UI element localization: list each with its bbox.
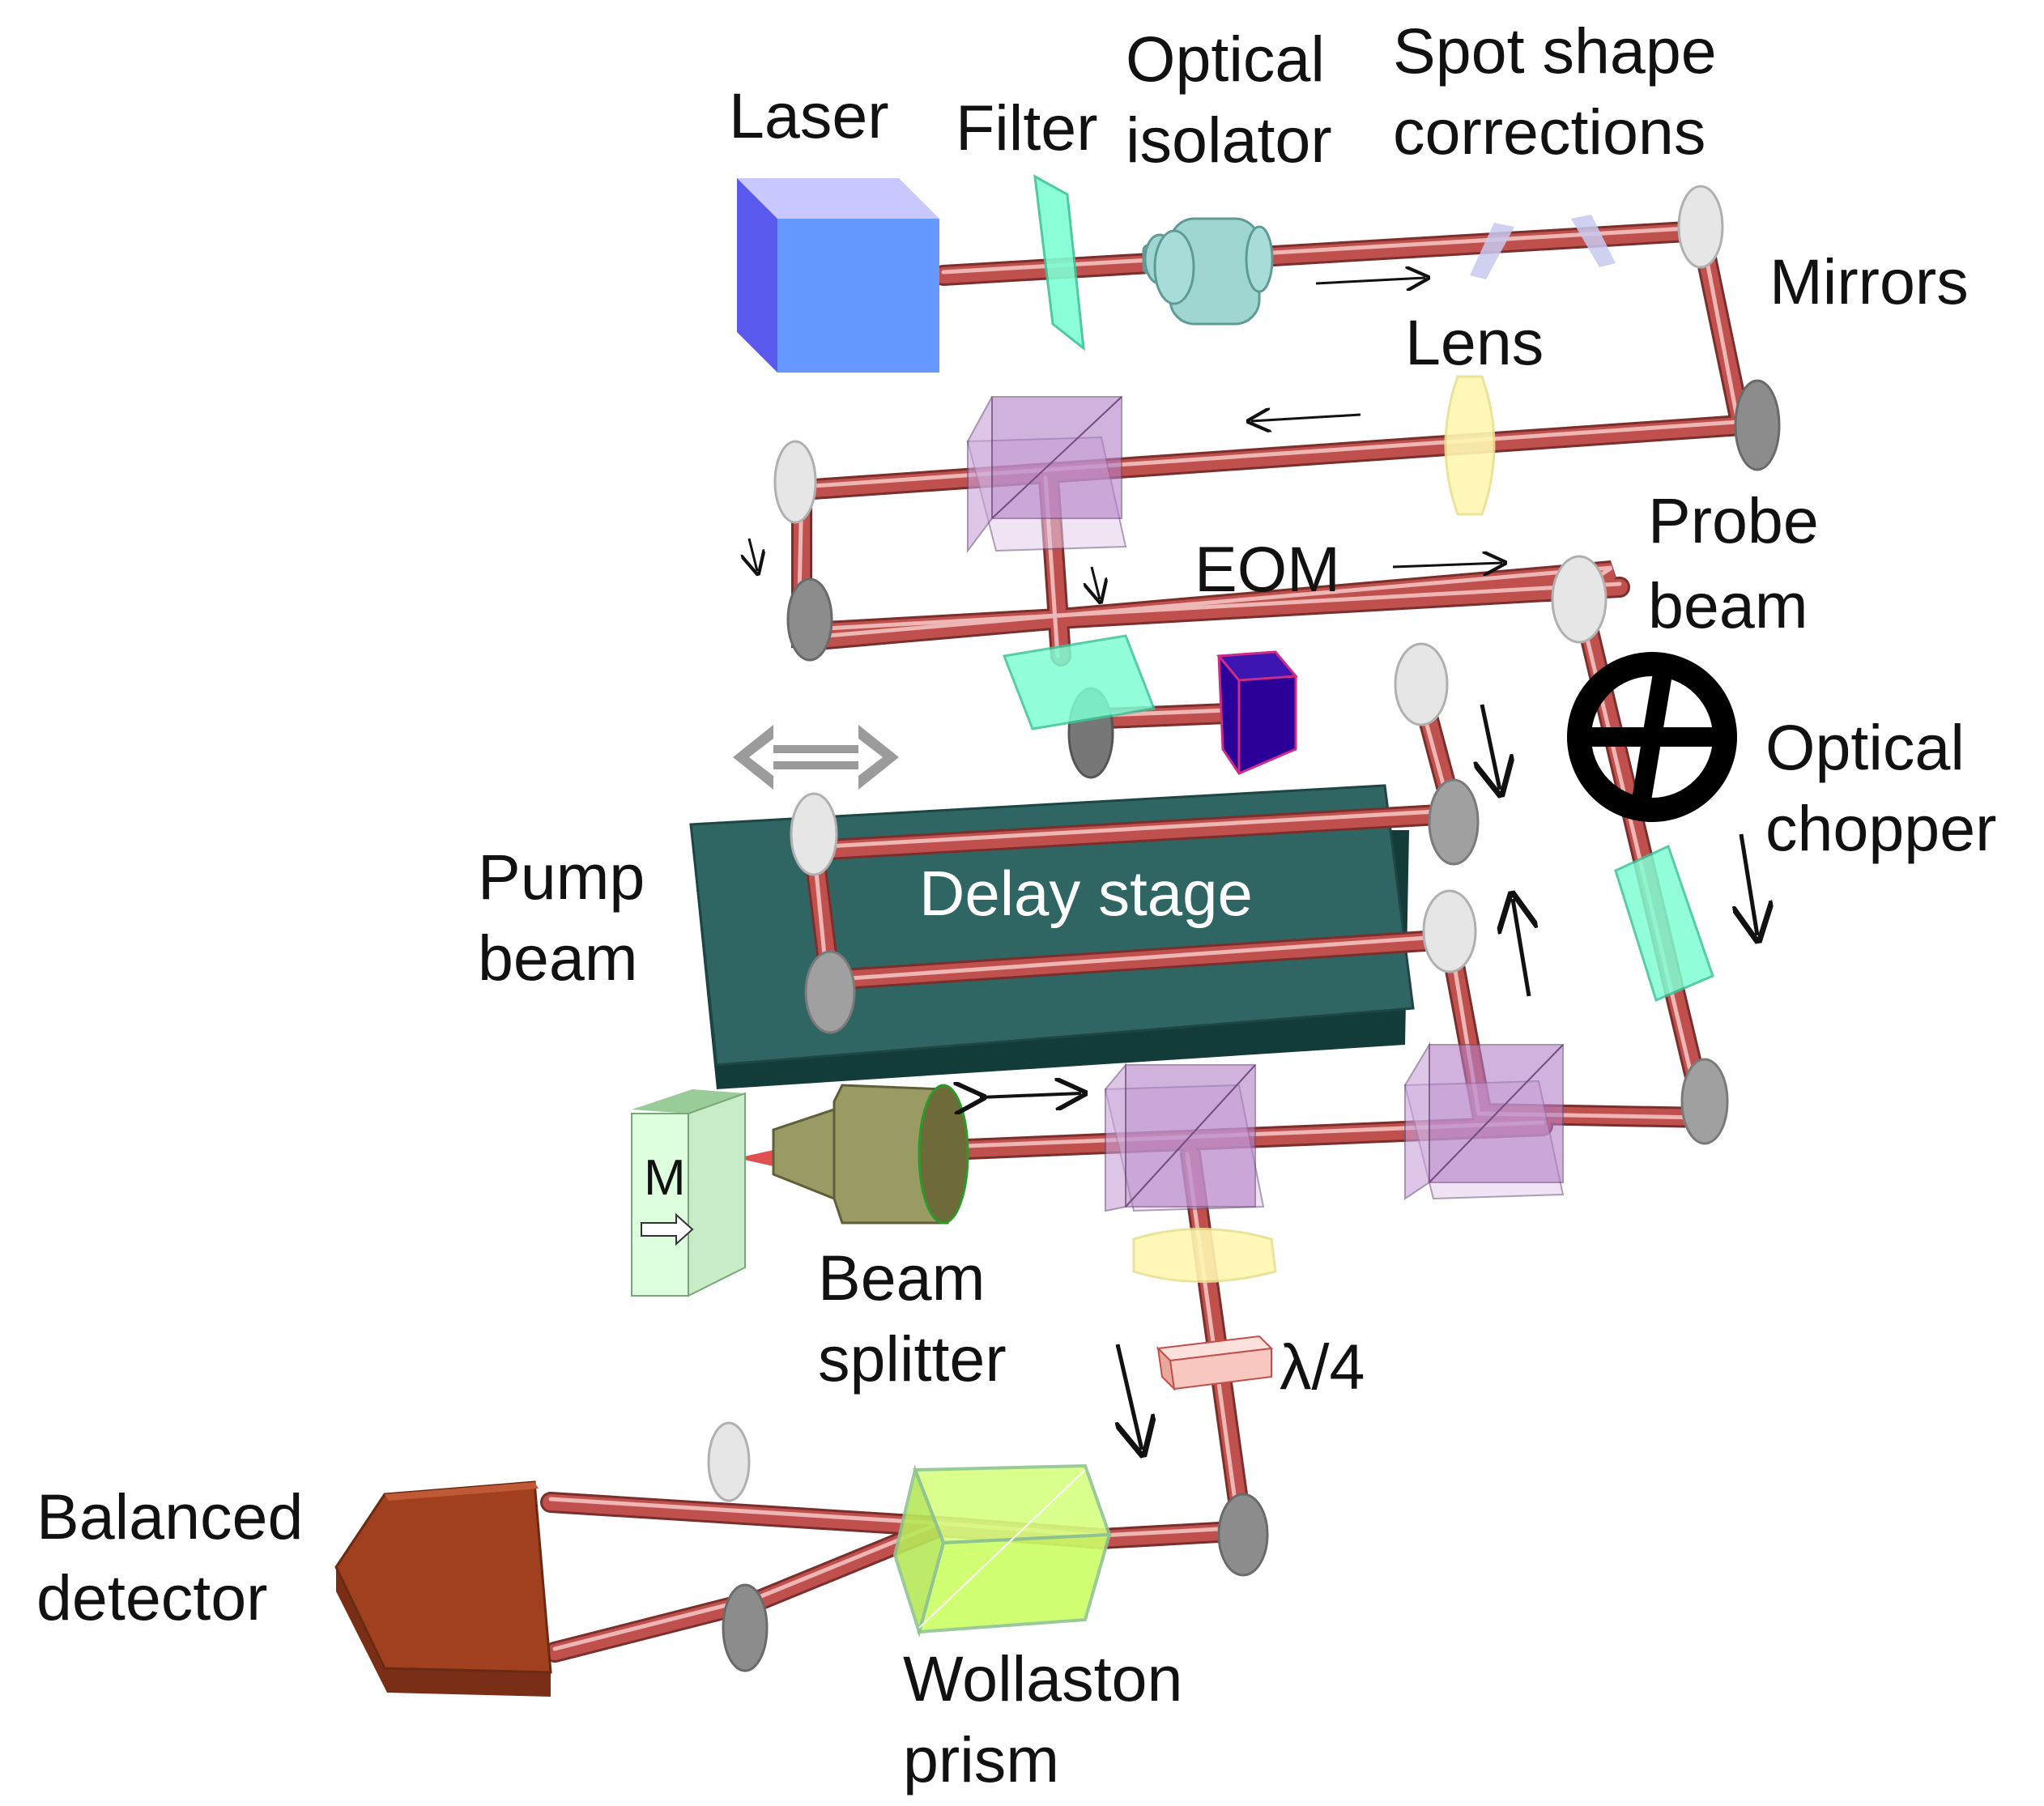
mirror (1734, 379, 1781, 471)
quarter-wave-plate (1156, 1335, 1274, 1391)
label-beam-splitter-line2: splitter (818, 1323, 1007, 1395)
beam-direction-arrows (749, 278, 1757, 1450)
mirror (804, 950, 856, 1034)
label-eom: EOM (1194, 533, 1340, 605)
delay-stage-arrow (733, 725, 899, 790)
mirror (786, 577, 833, 662)
optical-chopper (1567, 652, 1737, 822)
filter-plate-pump (1002, 634, 1156, 730)
lens (1444, 375, 1496, 516)
label-optical-isolator-line2: isolator (1126, 104, 1332, 176)
label-optical-chopper-line2: chopper (1765, 792, 1997, 864)
mirror (1394, 642, 1449, 726)
beam-splitter-cube-upper (966, 396, 1127, 553)
label-mirrors: Mirrors (1769, 245, 1969, 317)
mirror (1680, 1058, 1729, 1145)
filter-plate-probe (1614, 844, 1714, 1003)
label-laser: Laser (729, 79, 889, 151)
lens (1132, 1228, 1277, 1283)
optical-isolator (1142, 217, 1274, 326)
mirrors (707, 185, 1781, 1672)
label-balanced-detector-line2: detector (36, 1561, 267, 1633)
label-quarter-wave-plate: λ/4 (1280, 1331, 1365, 1403)
wollaston-prism (892, 1463, 1112, 1638)
laser (737, 178, 939, 373)
mirror (1428, 778, 1480, 866)
label-filter: Filter (956, 92, 1098, 164)
eom (1216, 650, 1299, 775)
label-optical-chopper-line1: Optical (1765, 711, 1965, 783)
label-probe-beam-line2: beam (1648, 569, 1808, 641)
mirror (790, 792, 838, 876)
magnet-box (631, 1089, 746, 1297)
label-wollaston-prism-line1: Wollaston (903, 1642, 1182, 1714)
mirror (1677, 185, 1724, 269)
mirror (722, 1583, 769, 1672)
label-probe-beam-line1: Probe (1648, 484, 1819, 556)
beam-splitter-cube-right (1403, 1041, 1565, 1200)
mirror (707, 1421, 751, 1502)
label-delay-stage: Delay stage (919, 858, 1253, 929)
label-spot-shape-line1: Spot shape (1393, 15, 1717, 87)
label-optical-isolator-line1: Optical (1126, 23, 1325, 95)
label-pump-beam-line1: Pump (478, 841, 645, 913)
filter (1033, 174, 1085, 351)
mirror (1551, 555, 1608, 644)
mirror (1422, 889, 1477, 973)
magnet-field-arrow-icon (641, 1212, 694, 1246)
mirror (773, 440, 817, 524)
label-spot-shape-line2: corrections (1393, 96, 1705, 168)
label-wollaston-prism-line2: prism (903, 1723, 1059, 1795)
objective-lens (737, 1084, 969, 1225)
label-pump-beam-line2: beam (478, 922, 638, 994)
label-balanced-detector-line1: Balanced (36, 1480, 303, 1553)
label-magnet: M (644, 1150, 686, 1206)
label-beam-splitter-line1: Beam (818, 1242, 985, 1314)
label-lens: Lens (1405, 306, 1544, 378)
beam-splitter-cube-center (1104, 1063, 1265, 1212)
spot-shape-correction-plates (1470, 215, 1616, 279)
mirror (1217, 1493, 1269, 1577)
balanced-detector (334, 1480, 552, 1697)
